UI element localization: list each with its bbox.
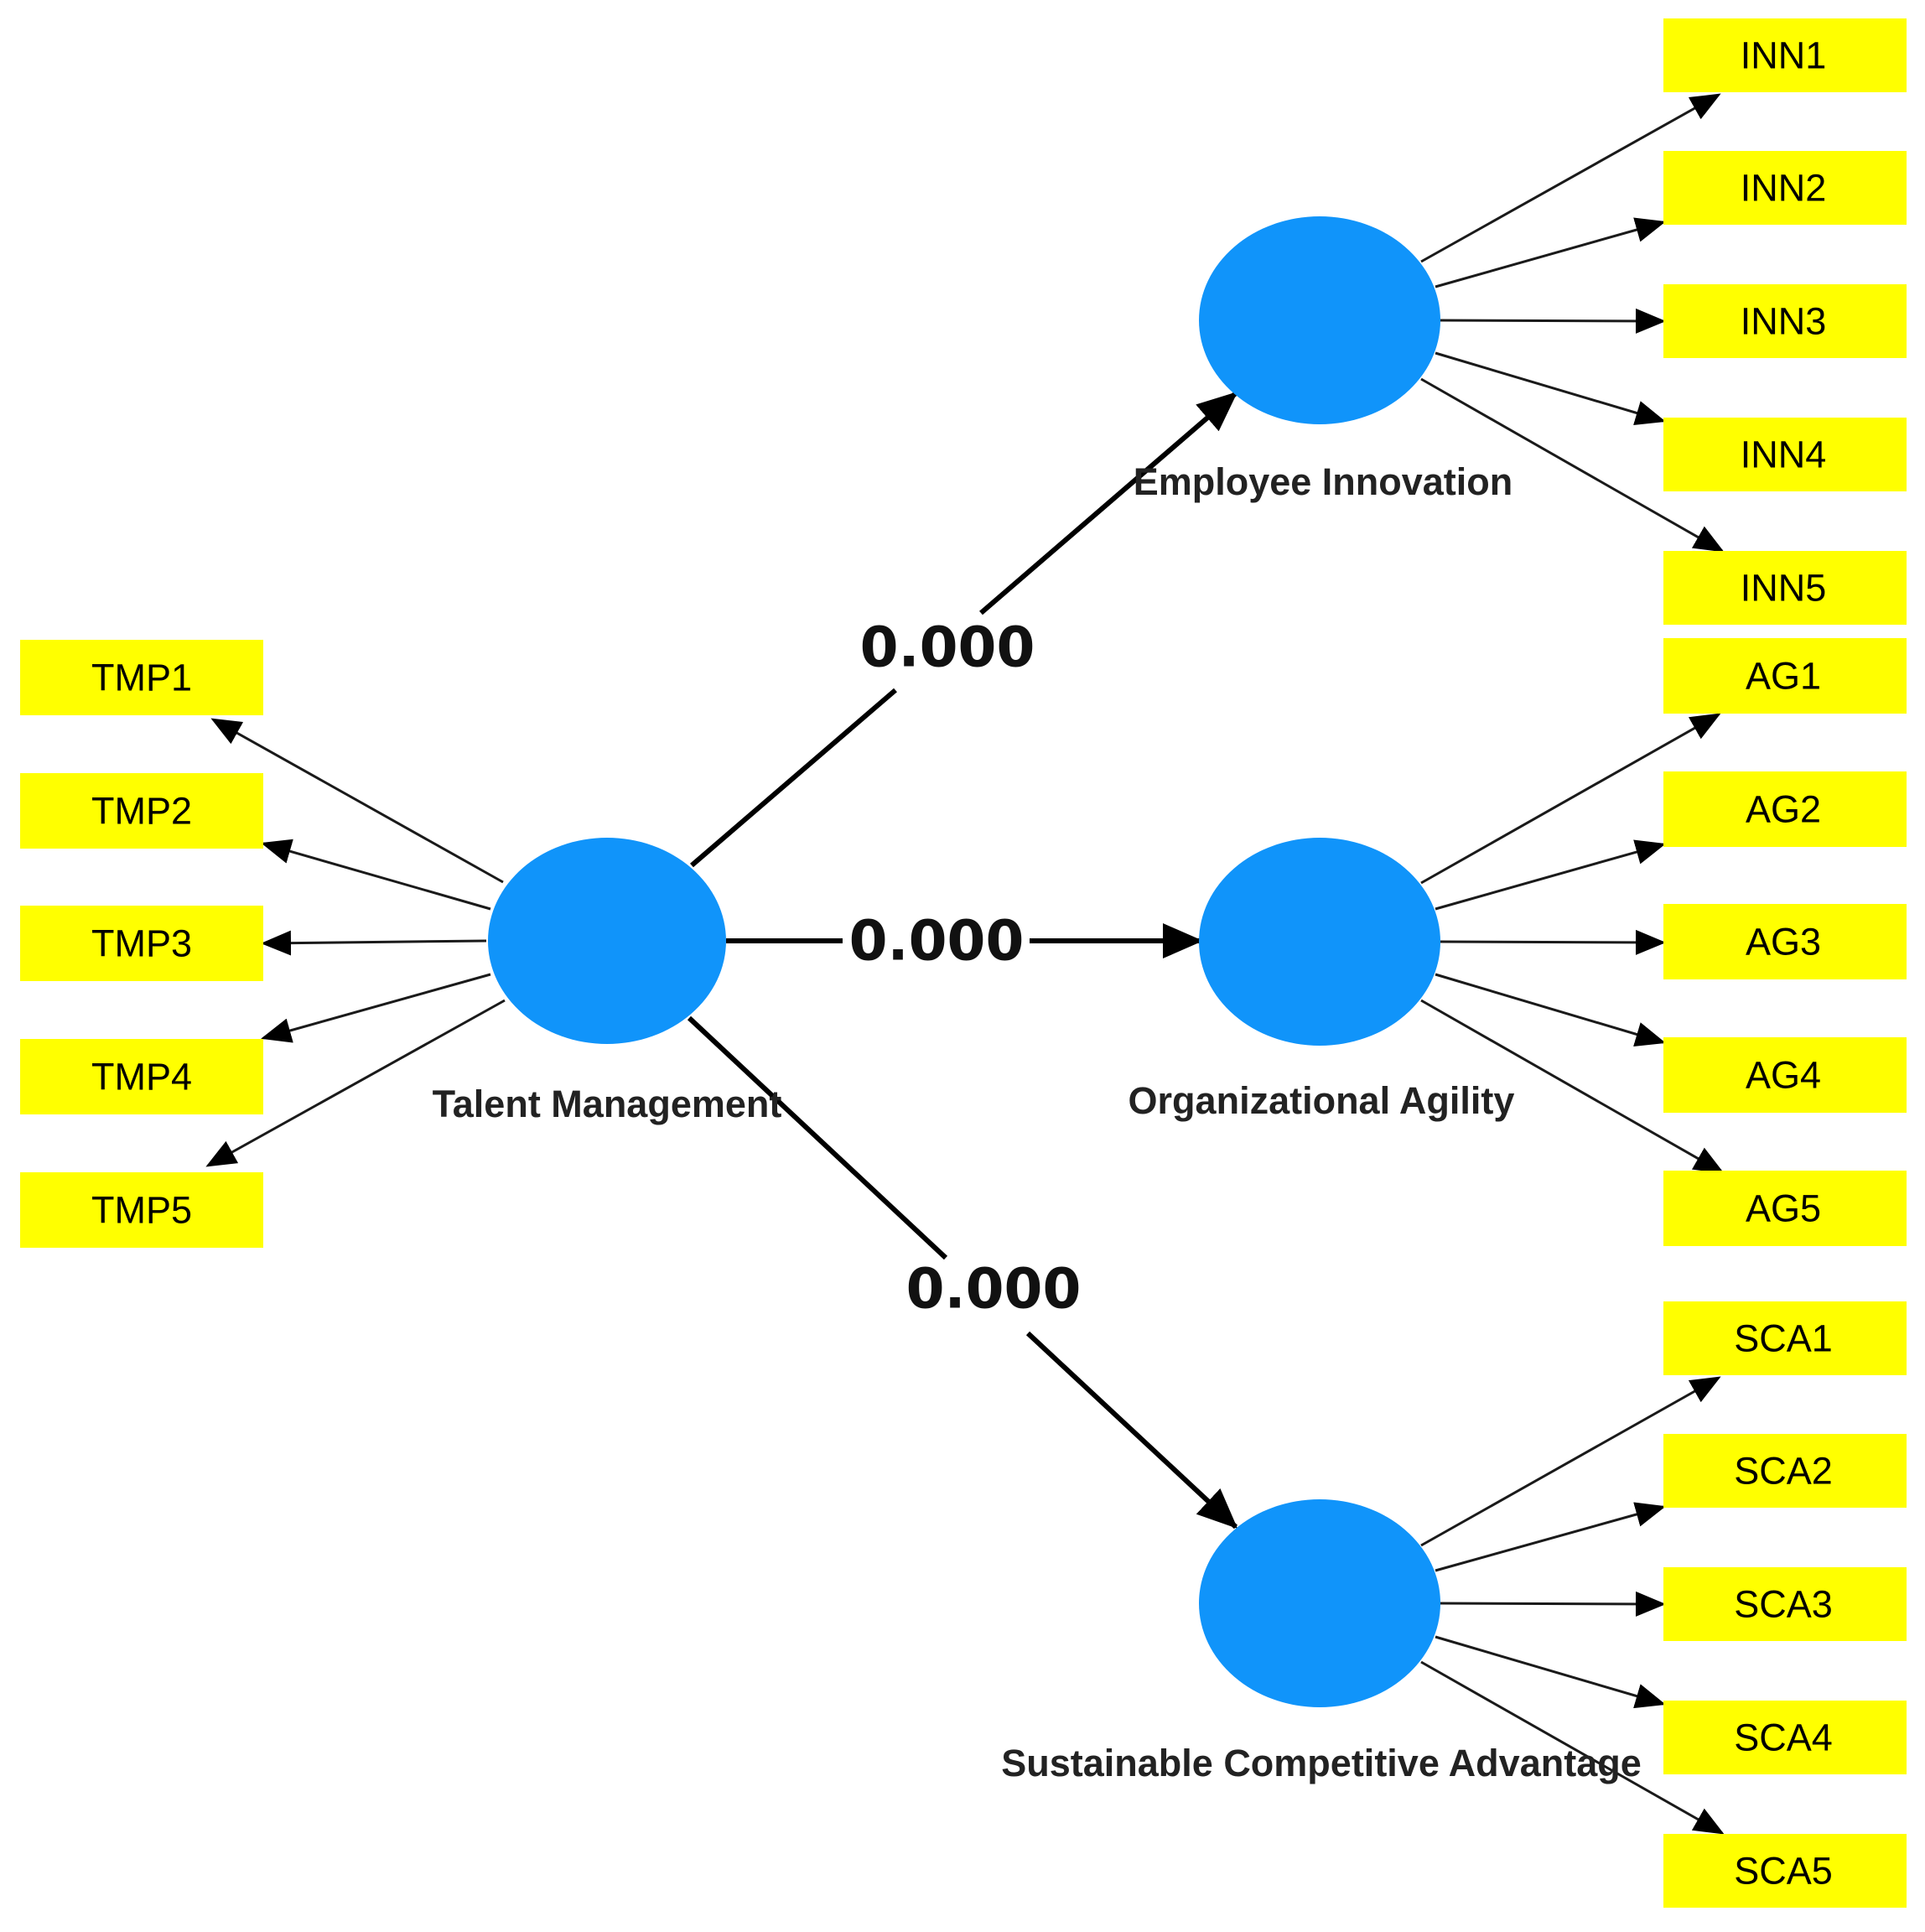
path-value-tm-inn: 0.000 [860,615,1035,680]
path-tm-inn-segment-2 [979,391,1238,615]
arrow-inn-to-inn4 [1435,351,1666,425]
indicator-inn5: INN5 [1663,551,1907,625]
sca-loading-arrows [1420,1376,1725,1835]
indicator-sca1: SCA1 [1663,1301,1907,1375]
indicator-ag5-label: AG5 [1746,1187,1821,1230]
indicator-ag2: AG2 [1663,771,1907,847]
inn-loading-arrows [1420,93,1725,553]
indicator-inn4: INN4 [1663,418,1907,491]
indicator-sca4-label: SCA4 [1734,1716,1833,1759]
structural-paths [687,391,1238,1530]
path-value-tm-ag: 0.000 [849,909,1025,974]
indicator-sca1-label: SCA1 [1734,1317,1833,1360]
arrow-sca-to-sca5 [1420,1660,1725,1835]
ag-loading-arrows [1420,713,1725,1174]
indicator-ag3: AG3 [1663,904,1907,979]
indicator-tmp5-label: TMP5 [91,1189,192,1232]
indicator-inn3: INN3 [1663,284,1907,358]
indicator-sca5-label: SCA5 [1734,1850,1833,1893]
arrow-ag-to-ag5 [1420,999,1725,1174]
construct-sustainable-competitive-advantage [1199,1499,1440,1707]
label-employee-innovation: Employee Innovation [1134,460,1513,503]
path-tm-sca-segment-2 [1025,1331,1238,1530]
indicator-ag1-label: AG1 [1746,655,1821,698]
path-tm-sca-segment-1 [687,1015,948,1260]
arrow-inn-to-inn3 [1440,308,1666,334]
indicator-sca4: SCA4 [1663,1701,1907,1774]
label-sustainable-competitive-advantage: Sustainable Competitive Advantage [1001,1742,1642,1784]
arrow-tm-to-tmp5 [205,999,506,1167]
path-tm-inn-segment-1 [690,688,897,868]
indicator-inn5-label: INN5 [1741,567,1827,610]
indicator-tmp2: TMP2 [20,773,263,849]
arrow-sca-to-sca3 [1440,1591,1666,1617]
arrow-sca-to-sca2 [1435,1502,1666,1572]
indicator-sca5: SCA5 [1663,1834,1907,1908]
path-value-tm-sca: 0.000 [906,1257,1082,1322]
indicator-tmp4: TMP4 [20,1039,263,1114]
arrow-inn-to-inn1 [1420,93,1721,263]
indicator-ag5: AG5 [1663,1171,1907,1246]
indicator-inn2-label: INN2 [1741,167,1827,210]
arrow-inn-to-inn5 [1420,377,1725,553]
indicator-tmp1-label: TMP1 [91,657,192,699]
indicator-sca2-label: SCA2 [1734,1450,1833,1493]
construct-talent-management [488,838,726,1044]
arrow-tm-to-tmp1 [210,718,504,884]
indicator-tmp5: TMP5 [20,1172,263,1248]
arrow-ag-to-ag1 [1420,713,1721,885]
arrow-ag-to-ag3 [1440,929,1666,955]
tmp-indicators: TMP1 TMP2 TMP3 TMP4 TMP5 [20,640,263,1248]
indicator-ag1: AG1 [1663,638,1907,714]
indicator-tmp3-label: TMP3 [91,922,192,965]
indicator-tmp4-label: TMP4 [91,1056,192,1098]
arrow-tm-to-tmp3 [261,930,487,956]
indicator-ag4: AG4 [1663,1037,1907,1113]
indicator-inn2: INN2 [1663,151,1907,225]
indicator-sca2: SCA2 [1663,1434,1907,1508]
arrow-ag-to-ag4 [1435,973,1666,1046]
indicator-inn1: INN1 [1663,18,1907,92]
indicator-tmp3: TMP3 [20,906,263,981]
sca-indicators: SCA1 SCA2 SCA3 SCA4 SCA5 [1663,1301,1907,1908]
indicator-sca3-label: SCA3 [1734,1583,1833,1626]
label-organizational-agility: Organizational Agility [1129,1079,1515,1122]
indicator-ag4-label: AG4 [1746,1054,1821,1097]
indicator-inn4-label: INN4 [1741,434,1827,476]
construct-employee-innovation [1199,216,1440,424]
arrow-tm-to-tmp4 [261,973,491,1043]
arrow-sca-to-sca1 [1420,1376,1721,1547]
indicator-sca3: SCA3 [1663,1567,1907,1641]
tmp-loading-arrows [205,718,506,1167]
construct-organizational-agility [1199,838,1440,1046]
inn-indicators: INN1 INN2 INN3 INN4 INN5 [1663,18,1907,625]
indicator-inn1-label: INN1 [1741,34,1827,77]
arrow-tm-to-tmp2 [261,839,491,911]
indicator-ag2-label: AG2 [1746,788,1821,831]
ag-indicators: AG1 AG2 AG3 AG4 AG5 [1663,638,1907,1246]
indicator-inn3-label: INN3 [1741,300,1827,343]
arrow-ag-to-ag2 [1435,839,1666,911]
indicator-tmp2-label: TMP2 [91,790,192,833]
arrow-inn-to-inn2 [1435,217,1666,288]
indicator-ag3-label: AG3 [1746,921,1821,963]
indicator-tmp1: TMP1 [20,640,263,715]
label-talent-management: Talent Management [433,1083,782,1125]
arrow-sca-to-sca4 [1435,1635,1666,1709]
